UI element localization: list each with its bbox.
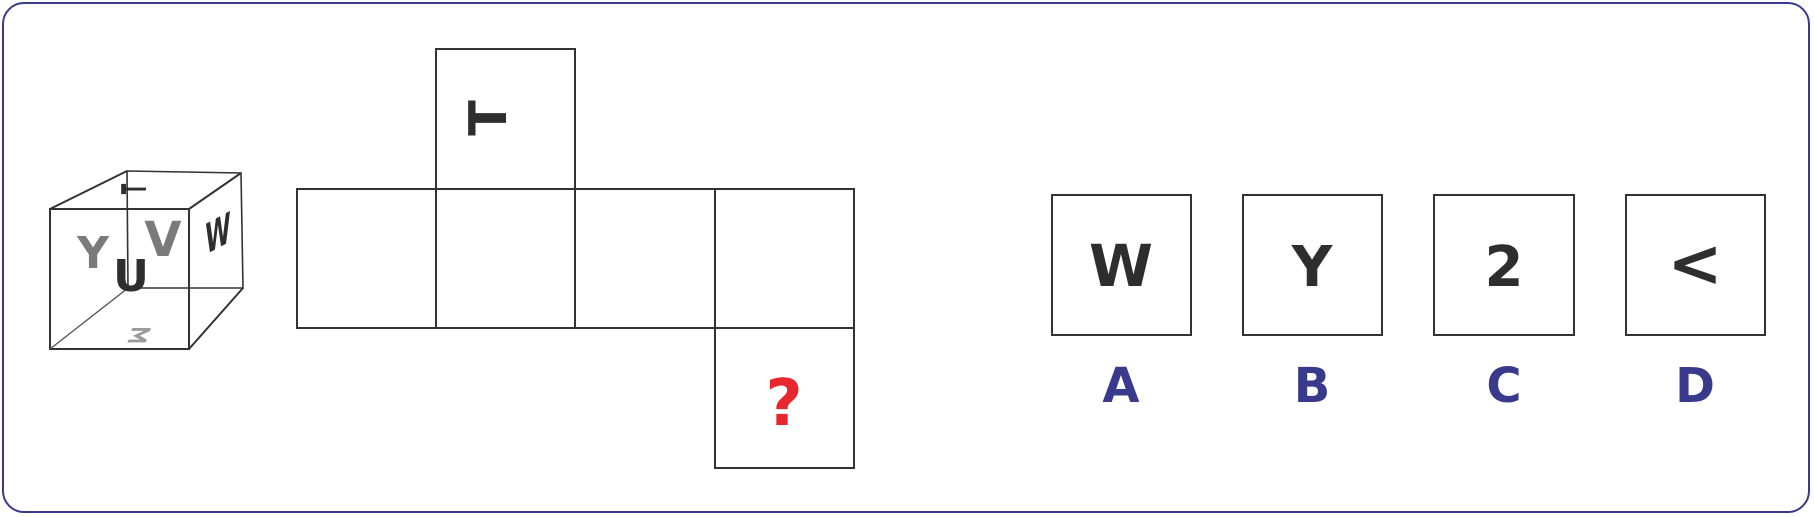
option-b-glyph: Y — [1291, 235, 1334, 300]
net-cell-2 — [435, 188, 576, 329]
option-b-label[interactable]: B — [1294, 358, 1331, 414]
cube-front-letter-v: V — [144, 212, 181, 268]
option-a-box[interactable] — [1051, 194, 1192, 336]
option-a-label[interactable]: A — [1102, 358, 1139, 414]
cube-right-letter: W — [205, 204, 230, 266]
option-b-box[interactable] — [1242, 194, 1383, 336]
net-cell-bottom — [714, 327, 855, 469]
option-d-glyph: < — [1667, 225, 1722, 302]
net-cell-1 — [296, 188, 437, 329]
option-a-glyph: W — [1089, 232, 1153, 300]
net-cell-3 — [574, 188, 716, 329]
option-c-glyph: 2 — [1485, 235, 1524, 300]
cube-front-letter-y: Y — [76, 228, 110, 279]
option-d-label[interactable]: D — [1675, 358, 1715, 414]
cube-net — [296, 48, 855, 469]
option-d-box[interactable] — [1625, 194, 1766, 336]
options — [1051, 194, 1766, 336]
option-c-box[interactable] — [1433, 194, 1575, 336]
cube-bottom-letter-sigma: Σ — [123, 323, 156, 346]
cube-top-letter: T — [116, 184, 155, 194]
cube-bottom-letter-u: U — [113, 251, 149, 302]
question-mark: ? — [765, 367, 802, 441]
cube — [49, 170, 244, 350]
net-top-letter: T — [459, 100, 519, 136]
option-c-label[interactable]: C — [1486, 358, 1521, 414]
net-cell-4 — [714, 188, 855, 329]
